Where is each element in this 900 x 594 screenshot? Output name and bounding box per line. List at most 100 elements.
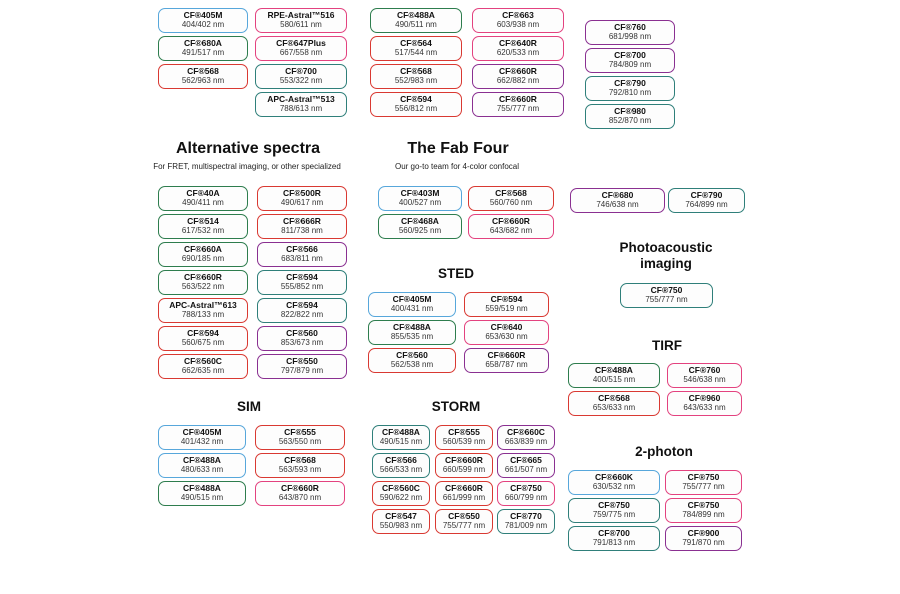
dye-name: CF®665 — [510, 455, 542, 466]
dye-name: CF®488A — [183, 483, 221, 494]
dye-range: 791/813 nm — [592, 537, 636, 547]
dye-range: 853/673 nm — [280, 337, 324, 347]
dye-name: CF®594 — [286, 272, 318, 283]
dye-name: CF®760 — [614, 22, 646, 33]
dye-range: 755/777 nm — [645, 294, 688, 304]
two-photon-heading: 2-photon — [635, 444, 693, 459]
dye-range: 784/809 nm — [608, 59, 652, 69]
dye-range: 491/517 nm — [181, 47, 225, 57]
dye-name: CF®594 — [490, 294, 523, 305]
dye-name: CF®660R — [487, 350, 526, 361]
dye-name: APC-Astral™513 — [267, 94, 335, 105]
dye-name: CF®488A — [393, 322, 431, 333]
dye-name: CF®760 — [688, 365, 721, 376]
dye-name: CF®750 — [510, 483, 542, 494]
dye-name: CF®960 — [688, 393, 721, 404]
dye-range: 560/675 nm — [181, 337, 225, 347]
dye-range: 556/812 nm — [394, 103, 438, 113]
dye-name: CF®568 — [284, 455, 316, 466]
dye-range: 490/411 nm — [182, 197, 224, 207]
dye-range: 759/775 nm — [592, 509, 636, 519]
dye-range: 555/852 nm — [280, 281, 324, 291]
dye-range: 690/185 nm — [181, 253, 225, 263]
dye-range: 617/532 nm — [181, 225, 225, 235]
dye-name: CF®468A — [401, 216, 439, 227]
dye-name: CF®640 — [490, 322, 523, 333]
dye-range: 662/635 nm — [181, 365, 225, 375]
dye-range: 401/432 nm — [180, 436, 224, 446]
dye-range: 643/633 nm — [683, 402, 726, 412]
dye-name: CF®568 — [400, 66, 432, 77]
dye-name: CF®750 — [650, 285, 683, 296]
dye-range: 746/638 nm — [596, 199, 639, 209]
dye-range: 630/532 nm — [592, 481, 636, 491]
dye-name: CF®750 — [598, 500, 630, 511]
dye-range: 788/133 nm — [181, 309, 225, 319]
dye-range: 562/538 nm — [390, 359, 434, 369]
dye-name: CF®700 — [285, 66, 317, 77]
dye-name: CF®566 — [385, 455, 417, 466]
dye-range: 755/777 nm — [682, 481, 725, 491]
dye-name: CF®568 — [495, 188, 527, 199]
dye-range: 643/682 nm — [489, 225, 533, 235]
dye-range: 550/983 nm — [379, 520, 423, 530]
dye-name: CF®770 — [510, 511, 542, 522]
dye-name: CF®660R — [499, 66, 537, 77]
dye-range: 553/322 nm — [279, 75, 323, 85]
dye-name: CF®660R — [281, 483, 319, 494]
dye-name: CF®550 — [286, 356, 318, 367]
dye-range: 566/533 nm — [379, 464, 423, 474]
dye-range: 822/822 nm — [280, 309, 324, 319]
dye-name: CF®568 — [187, 66, 219, 77]
dye-name: CF®660C — [507, 427, 545, 438]
dye-name: CF®640R — [499, 38, 537, 49]
dye-range: 490/515 nm — [379, 436, 423, 446]
dye-range: 590/622 nm — [379, 492, 423, 502]
dye-range: 400/515 nm — [592, 374, 636, 384]
dye-name: CF®660K — [595, 472, 633, 483]
dye-name: CF®750 — [687, 472, 720, 483]
dye-name: CF®555 — [284, 427, 316, 438]
dye-range: 653/630 nm — [485, 331, 528, 341]
dye-range: 404/402 nm — [181, 19, 225, 29]
dye-range: 661/999 nm — [442, 492, 486, 502]
dye-name: CF®566 — [286, 244, 318, 255]
